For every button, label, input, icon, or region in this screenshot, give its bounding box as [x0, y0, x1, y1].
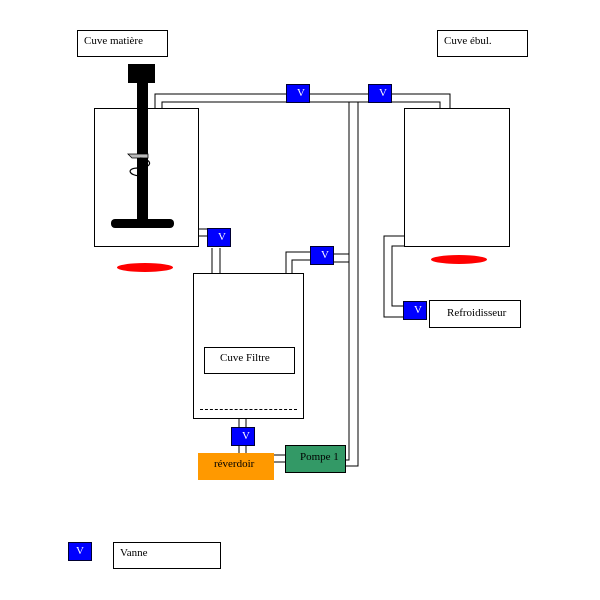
heater-matiere: [117, 263, 173, 272]
valve-top-right[interactable]: V: [368, 84, 392, 103]
valve-filtre-riser[interactable]: V: [310, 246, 334, 265]
stirrer-blade: [111, 219, 174, 228]
pipe-riser-inner: [345, 102, 359, 467]
tank-cuve-filtre: [193, 273, 304, 419]
tank-cuve-ebul: [404, 108, 510, 247]
pipe-ebul-cool-a: [383, 235, 404, 318]
legend-valve-icon: V: [68, 542, 92, 561]
pipe-ebul-cool-b: [391, 245, 410, 307]
label-cuve-ebul: Cuve ébul.: [437, 30, 528, 57]
filter-mesh: [200, 409, 297, 410]
valve-matiere-out[interactable]: V: [207, 228, 231, 247]
pompe-1: Pompe 1: [285, 445, 346, 473]
valve-filtre-bottom[interactable]: V: [231, 427, 255, 446]
label-cuve-filtre: Cuve Filtre: [204, 347, 295, 374]
heater-ebul: [431, 255, 487, 264]
label-refroidisseur: Refroidisseur: [429, 300, 521, 328]
stirrer-motor: [128, 64, 155, 83]
pipe-riser-outer: [345, 102, 350, 461]
valve-top-left[interactable]: V: [286, 84, 310, 103]
label-cuve-matiere: Cuve matière: [77, 30, 168, 57]
pipe-filtre-riser-a: [285, 251, 310, 280]
legend-label-vanne: Vanne: [113, 542, 221, 569]
reverdoir: réverdoir: [198, 453, 274, 480]
stirrer-shaft: [137, 82, 148, 225]
stirrer-spiral-icon: [127, 153, 151, 177]
valve-refroidisseur[interactable]: V: [403, 301, 427, 320]
